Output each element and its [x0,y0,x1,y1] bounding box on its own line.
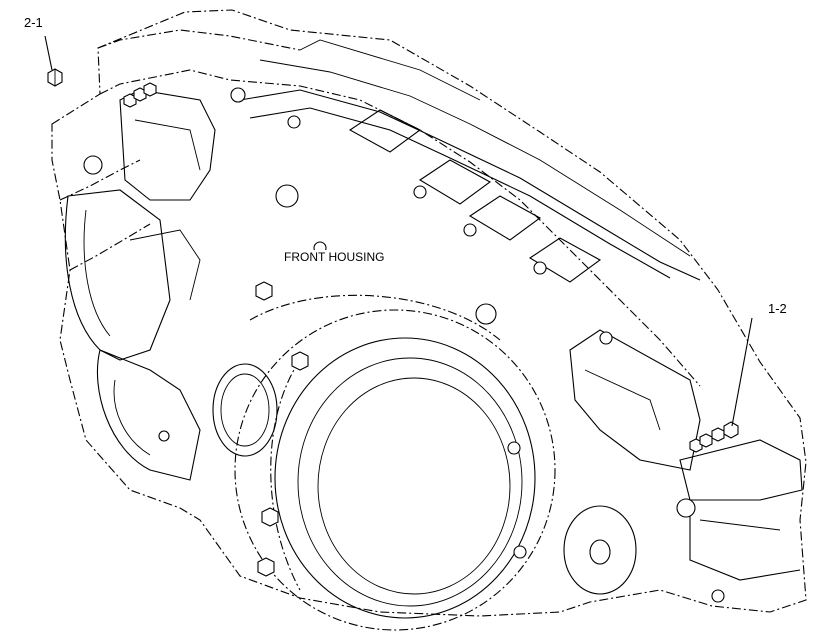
bolt-right-cluster [689,421,739,453]
top-gallery [239,39,701,283]
callout-2-1: 2-1 [24,15,43,30]
housing-outline [51,9,807,617]
front-housing-label: FRONT HOUSING [284,250,385,264]
front-ring [234,294,556,631]
leader-2-1 [44,35,53,71]
hex-bolts [47,68,739,577]
leader-1-2 [731,317,753,427]
left-frame [64,89,216,481]
bolt-top-left [47,68,63,87]
bolt-top-cluster [123,82,157,108]
right-block [569,329,803,581]
left-bore [212,363,278,457]
lower-right-bore [563,505,637,595]
leader-lines [44,35,753,427]
bolt-front-cluster [255,281,309,577]
bosses [83,87,725,603]
callout-1-2: 1-2 [768,301,787,316]
